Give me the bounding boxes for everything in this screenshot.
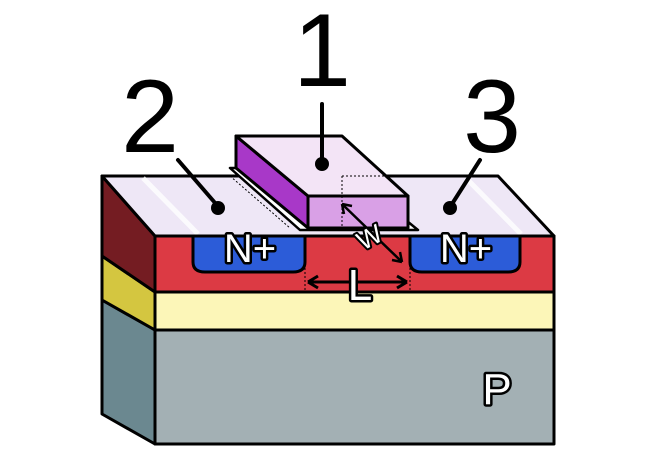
channel-length-label: L (348, 261, 372, 310)
gate-guide-lines (341, 175, 390, 228)
gate-callout-dot (315, 157, 329, 171)
drain-region-label: N+ (440, 227, 492, 271)
callout-leader-lines (176, 102, 482, 206)
drain-callout-number: 3 (463, 59, 521, 175)
channel-guide-lines (229, 175, 411, 292)
substrate-label: P (482, 365, 511, 414)
drain-callout-dot (443, 201, 457, 215)
source-callout-number: 2 (121, 59, 179, 175)
length-arrow (307, 274, 408, 290)
gate-electrode-front-face (306, 194, 410, 230)
gate-callout-number: 1 (293, 0, 351, 109)
width-arrow (340, 202, 404, 264)
source-callout-dot (211, 201, 225, 215)
top-surface-highlights (141, 176, 523, 236)
n-plus-drain-region (408, 234, 522, 274)
source-region-label: N+ (224, 227, 276, 271)
